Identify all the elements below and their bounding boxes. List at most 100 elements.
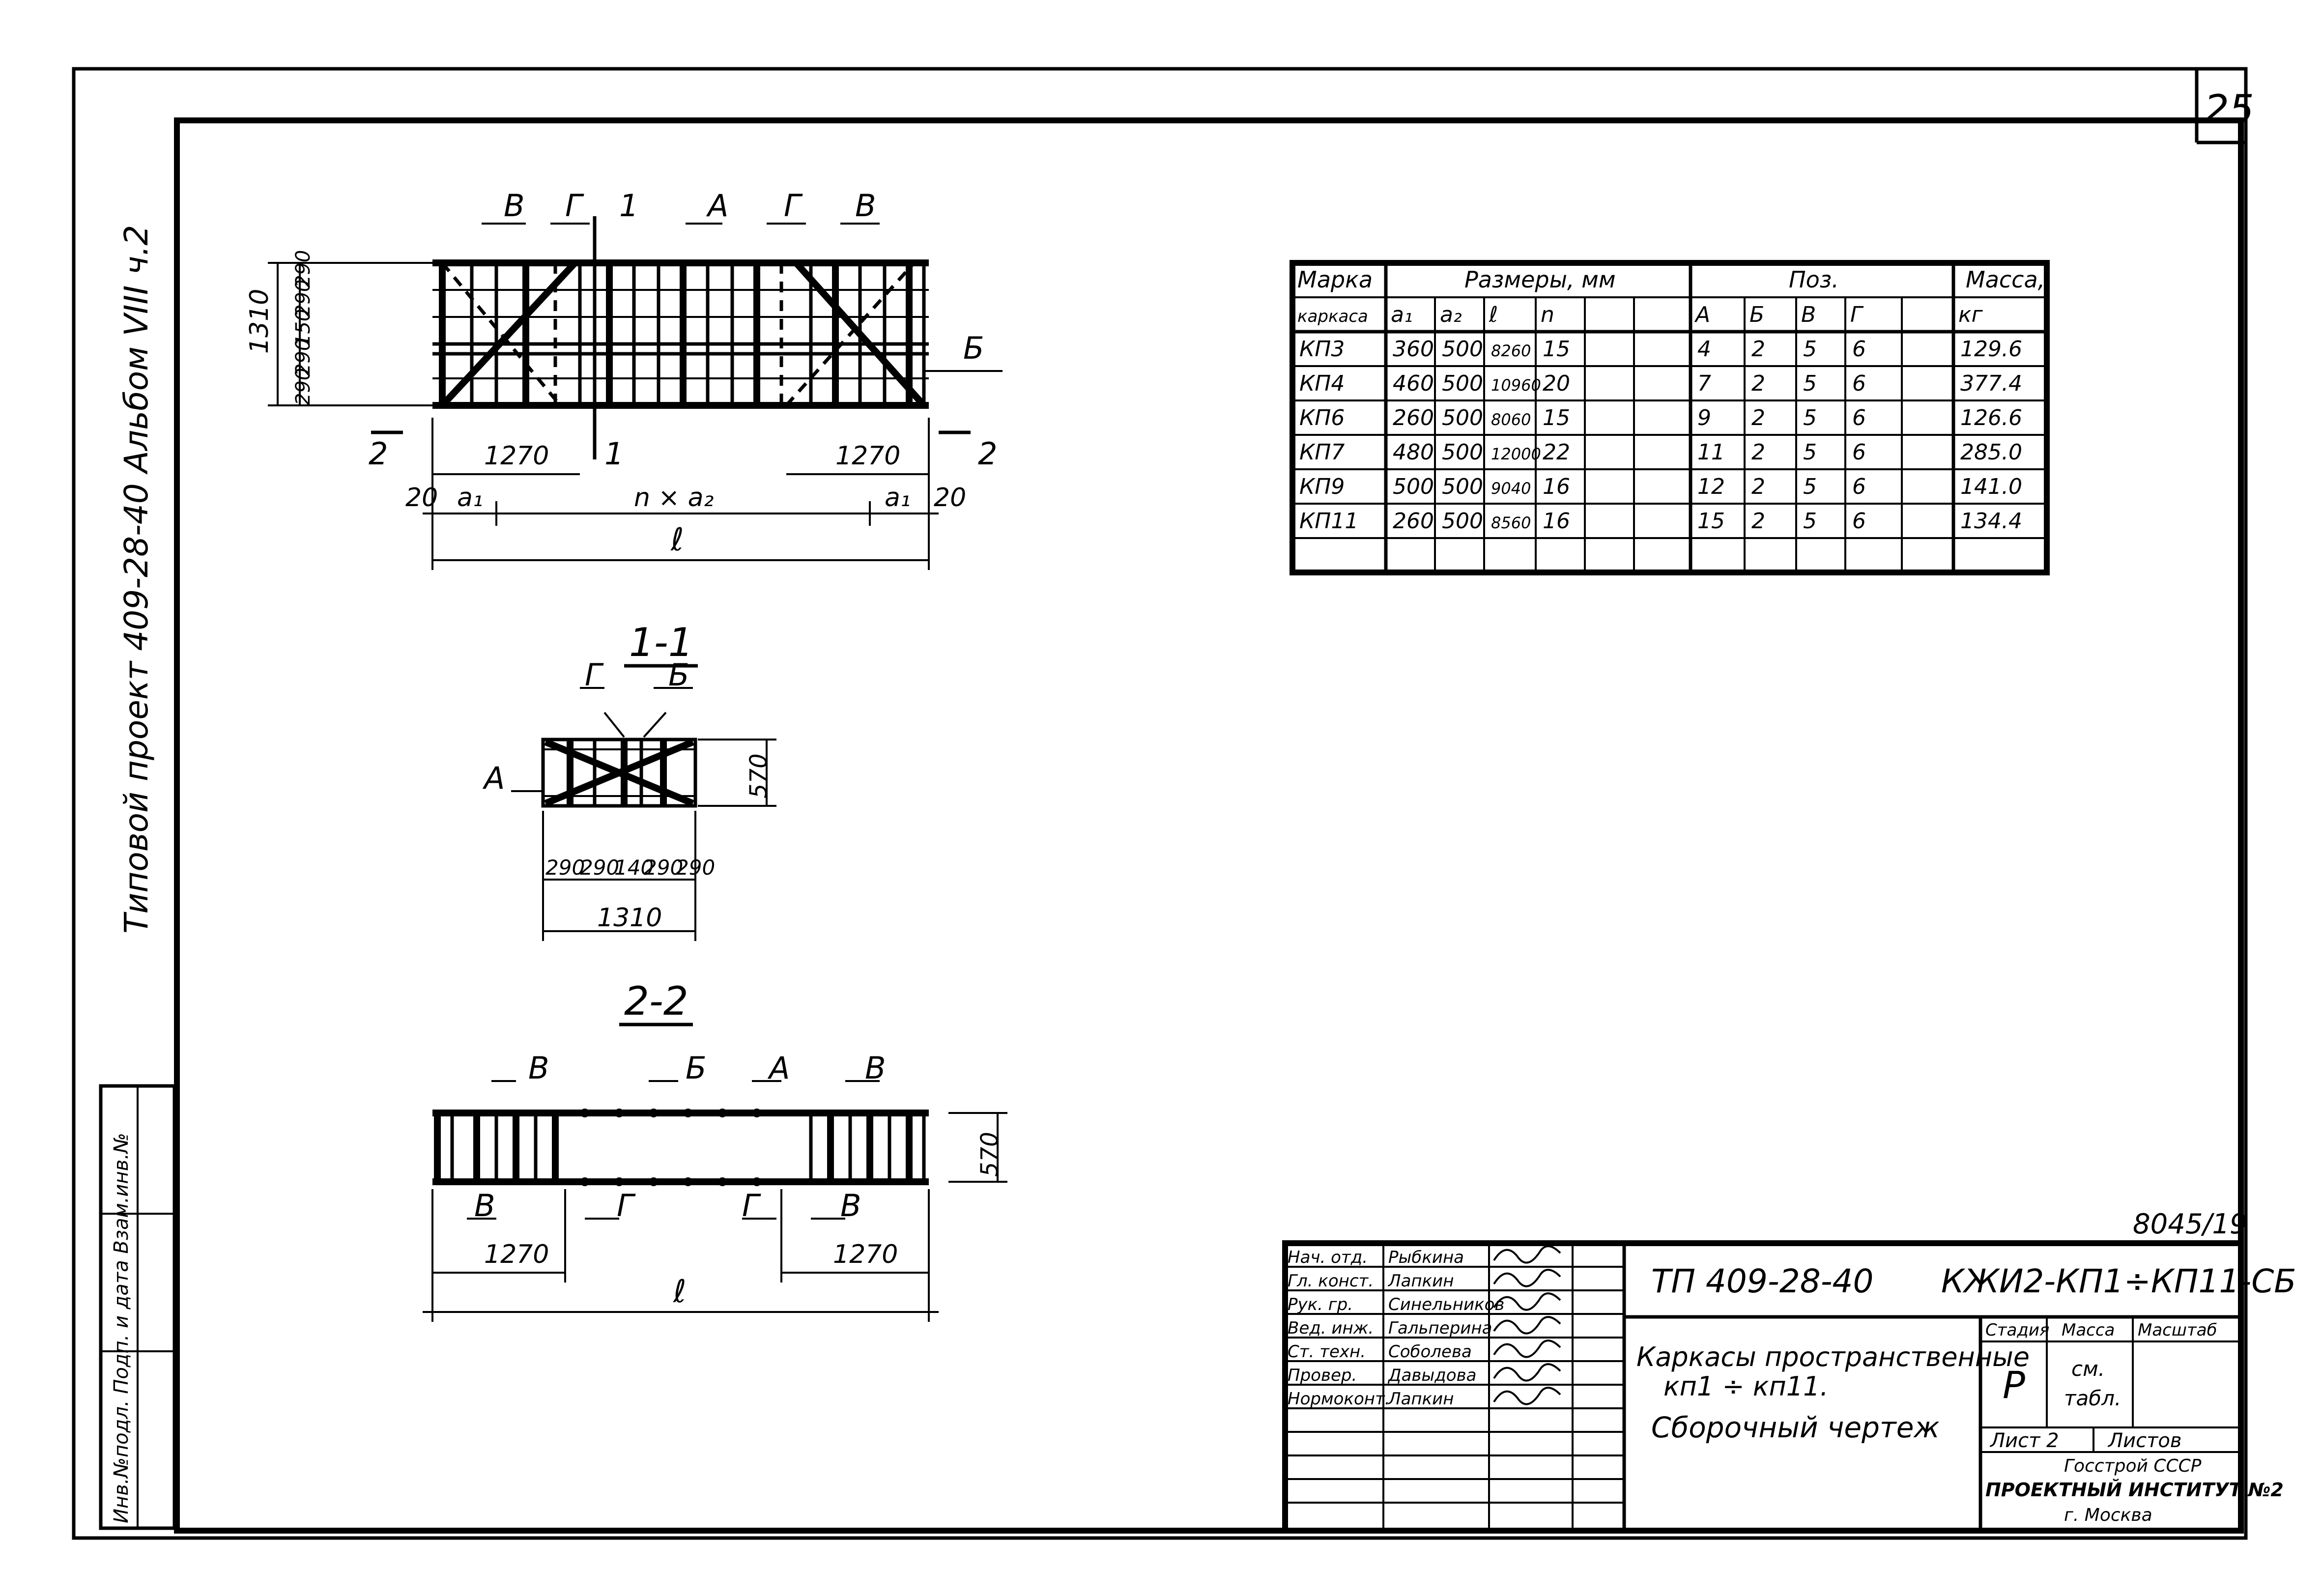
- plan-dim-edge-right: 20: [934, 483, 966, 513]
- stage-value: Р: [2003, 1363, 2025, 1407]
- s22-bot-rod-0: [580, 1177, 589, 1186]
- table-head2-2: a₂: [1440, 302, 1462, 327]
- table-cell-r2-c2: 500: [1442, 405, 1483, 430]
- table-cell-r3-c4: 22: [1543, 440, 1570, 465]
- table-cell-r5-c2: 500: [1442, 509, 1483, 534]
- table-cell-r3-c12: 285.0: [1960, 440, 2022, 465]
- section-2-2-label-b: Б: [686, 1050, 707, 1086]
- tb-signature-1: [1493, 1269, 1561, 1287]
- plan-label-v-right: В: [855, 188, 876, 224]
- section-2-2-label-v1: В: [528, 1050, 549, 1086]
- table-cell-r4-c8: 2: [1751, 474, 1765, 499]
- tb-role-3: Вед. инж.: [1288, 1318, 1374, 1338]
- table-cell-r2-c10: 6: [1852, 405, 1866, 430]
- tb-signature-4: [1493, 1340, 1561, 1358]
- s22-top-rod-4: [718, 1109, 727, 1117]
- table-cell-r1-c1: 460: [1393, 371, 1434, 396]
- org-line-3: г. Москва: [2064, 1505, 2152, 1525]
- sheet-frame: [72, 67, 2248, 1540]
- section-1-1-title: 1-1: [629, 620, 693, 665]
- table-cell-r0-c2: 500: [1442, 337, 1483, 362]
- table-cell-r5-c7: 15: [1697, 509, 1725, 534]
- table-head2-9: В: [1801, 302, 1816, 327]
- side-stamp-text: Инв.№подл. Подп. и дата Взам.инв.№: [110, 1133, 133, 1523]
- table-cell-r5-c12: 134.4: [1960, 509, 2022, 534]
- table-cell-r0-c1: 360: [1393, 337, 1434, 362]
- tb-role-5: Провер.: [1288, 1366, 1357, 1385]
- table-cell-r4-c10: 6: [1852, 474, 1866, 499]
- doc-title-3: Сборочный чертеж: [1651, 1411, 1940, 1444]
- mass-header: Масса: [2062, 1320, 2115, 1340]
- section-1-1-dim-part-2: 290: [580, 855, 619, 880]
- table-head2-8: Б: [1749, 302, 1764, 327]
- section-2-2-label-a: А: [767, 1050, 790, 1086]
- org-line-2: ПРОЕКТНЫЙ ИНСТИТУТ №2: [1985, 1479, 2284, 1501]
- tb-role-6: Нормоконт.: [1288, 1389, 1390, 1409]
- tb-name-5: Давыдова: [1387, 1366, 1476, 1385]
- section-2-2-label-g2: Г: [742, 1188, 761, 1224]
- section-2-2-label-g1: Г: [617, 1188, 636, 1224]
- plan-dim-edge-left: 20: [405, 483, 438, 513]
- table-cell-r1-c7: 7: [1697, 371, 1711, 396]
- mass-value-1: см.: [2071, 1357, 2105, 1381]
- table-cell-r0-c8: 2: [1751, 337, 1765, 362]
- table-cell-r1-c12: 377.4: [1960, 371, 2022, 396]
- plan-labels: В Г 1 А Г В Б 2 1 1 2: [369, 188, 997, 472]
- table-cell-r1-c10: 6: [1852, 371, 1866, 396]
- table-cell-r4-c12: 141.0: [1960, 474, 2022, 499]
- table-cell-r5-c9: 5: [1803, 509, 1817, 534]
- table-cell-r5-c0: КП11: [1299, 509, 1358, 534]
- sheets-count: Листов: [2107, 1429, 2181, 1452]
- table-cell-r5-c10: 6: [1852, 509, 1866, 534]
- section-2-2-label-v2: В: [865, 1050, 886, 1086]
- section-1-1-label-b: Б: [668, 657, 689, 693]
- table-cell-r1-c3: 10960: [1491, 376, 1541, 395]
- scale-header: Масштаб: [2138, 1320, 2217, 1340]
- table-cell-r0-c12: 129.6: [1960, 337, 2022, 362]
- table-cell-r5-c8: 2: [1751, 509, 1765, 534]
- table-cell-r3-c2: 500: [1442, 440, 1483, 465]
- doc-number: ТП 409-28-40: [1651, 1262, 1874, 1300]
- plan-dim-height: 1310: [245, 289, 274, 354]
- table-head2-3: ℓ: [1489, 302, 1498, 327]
- table-cell-r5-c4: 16: [1543, 509, 1570, 534]
- s22-top-rod-1: [615, 1109, 624, 1117]
- plan-dim-right-len: 1270: [835, 441, 900, 471]
- table-cell-r0-c4: 15: [1543, 337, 1570, 362]
- plan-dim-total: ℓ: [670, 522, 684, 558]
- table-head2-12: кг: [1958, 302, 1983, 327]
- section-1-1-label-g: Г: [585, 657, 604, 693]
- plan-label-b: Б: [963, 330, 984, 366]
- table-cell-r1-c8: 2: [1751, 371, 1765, 396]
- plan-dim-part-4: 290: [292, 280, 315, 317]
- table-head2-10: Г: [1850, 302, 1864, 327]
- doc-code: КЖИ2-КП1÷КП11-СБ: [1941, 1262, 2296, 1300]
- plan-label-a: А: [706, 188, 728, 224]
- section-2-2-label-v3: В: [474, 1188, 495, 1224]
- table-cell-r4-c1: 500: [1393, 474, 1434, 499]
- section-2-2-dim-right: 1270: [833, 1240, 898, 1269]
- tb-signature-6: [1493, 1387, 1561, 1405]
- sheet-code: 8045/19: [2133, 1208, 2247, 1240]
- table-head1-1: Размеры, мм: [1464, 266, 1616, 293]
- org-line-1: Госстрой СССР: [2064, 1456, 2202, 1476]
- table-cell-r5-c3: 8560: [1491, 513, 1531, 532]
- tb-role-1: Гл. конст.: [1288, 1271, 1374, 1291]
- table-cell-r5-c1: 260: [1393, 509, 1434, 534]
- table-cell-r4-c7: 12: [1697, 474, 1725, 499]
- table-cell-r0-c3: 8260: [1491, 342, 1531, 360]
- section-1-1-dim-part-3: 140: [614, 855, 654, 880]
- title-block: [1282, 1240, 2244, 1534]
- table-cell-r0-c10: 6: [1852, 337, 1866, 362]
- plan-dim-part-5: 290: [292, 250, 315, 287]
- table-cell-r3-c1: 480: [1393, 440, 1434, 465]
- s22-bot-rod-1: [615, 1177, 624, 1186]
- tb-name-0: Рыбкина: [1388, 1248, 1464, 1267]
- tb-name-1: Лапкин: [1387, 1271, 1454, 1291]
- table-head2-1: a₁: [1391, 302, 1413, 327]
- s22-top-rod-3: [684, 1109, 692, 1117]
- table-head1-3: Масса,: [1966, 266, 2045, 293]
- tb-name-4: Соболева: [1388, 1342, 1472, 1362]
